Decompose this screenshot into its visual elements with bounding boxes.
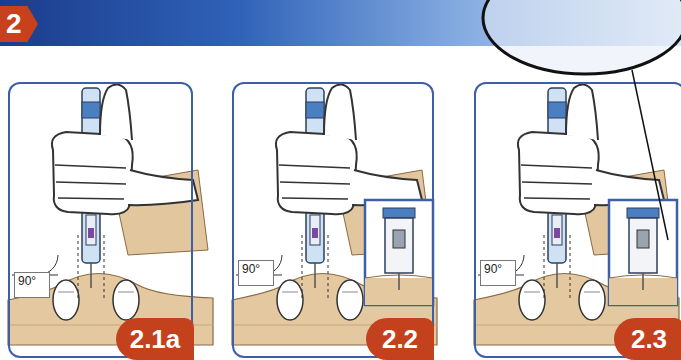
callout-number: 2.1a — [130, 324, 181, 355]
step-badge: 2.3 — [614, 318, 681, 360]
angle-label: 90° — [14, 272, 50, 298]
step-panel: 90° 2.3 — [474, 82, 681, 358]
angle-label: 90° — [480, 260, 516, 286]
step-badge: 2.1a — [116, 318, 194, 360]
header-band: 2 — [0, 0, 681, 46]
step-number: 2 — [0, 6, 38, 42]
angle-label: 90° — [238, 260, 274, 286]
callout-number: 2.2 — [382, 324, 418, 355]
step-badge: 2.2 — [366, 318, 434, 360]
step-panel: 90° 2.2 — [232, 82, 434, 358]
step-panel: 90° 2.1a — [8, 82, 193, 358]
callout-number: 2.3 — [631, 324, 667, 355]
